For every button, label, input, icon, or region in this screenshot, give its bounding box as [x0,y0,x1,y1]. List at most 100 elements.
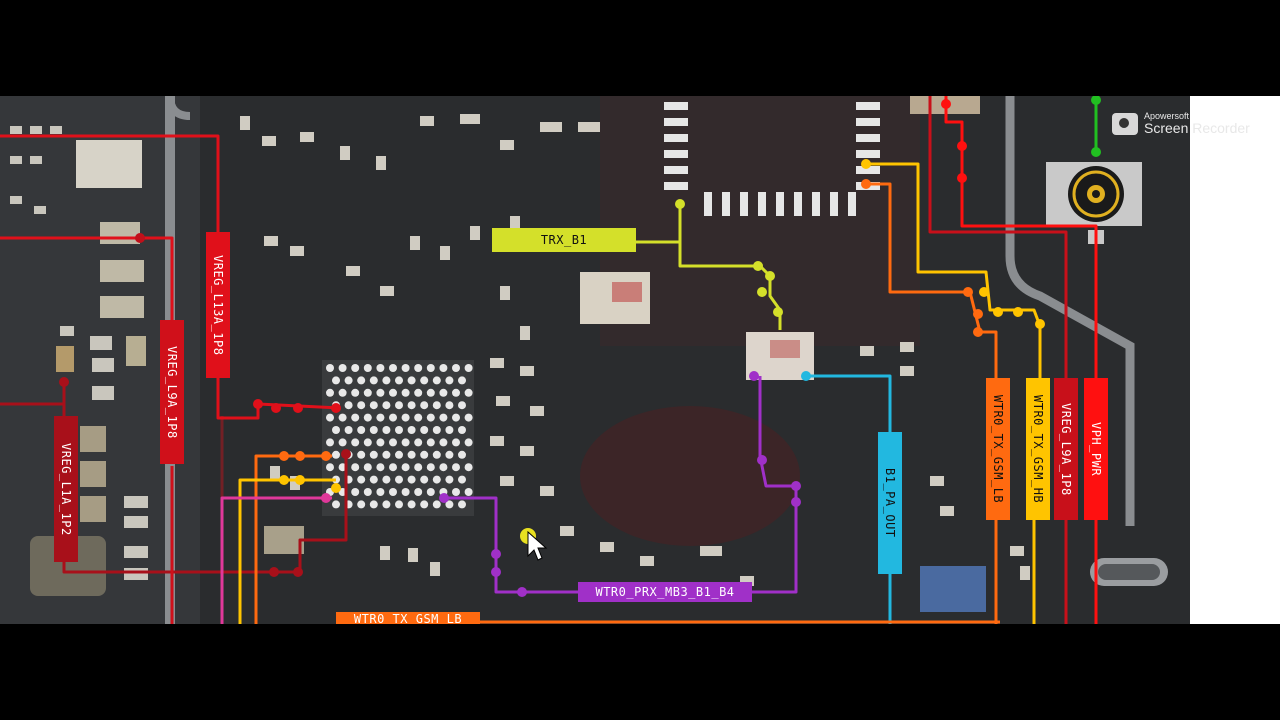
pcb-board-view[interactable]: TRX_B1 WTR0_PRX_MB3_B1_B4 WTR0_TX_GSM_LB… [0,96,1190,624]
bga-ball [464,388,473,397]
bga-ball [439,438,448,447]
mouse-cursor-icon [520,528,548,561]
net-label-vreg-l9a-1p8-right[interactable]: VREG_L9A_1P8 [1054,378,1078,520]
bga-ball [382,475,391,484]
watermark-line2: Screen Recorder [1144,120,1250,136]
bga-ball [382,450,391,459]
bga-ball [439,463,448,472]
net-label-vreg-l13a-1p8[interactable]: VREG_L13A_1P8 [206,232,230,378]
net-label-wtr0-prx-mb3-b1-b4[interactable]: WTR0_PRX_MB3_B1_B4 [578,582,752,602]
bga-ball [357,426,366,434]
camera-icon [1112,112,1138,135]
net-label-wtr0-tx-gsm-lb[interactable]: WTR0_TX_GSM_LB [986,378,1010,520]
bga-ball [326,364,334,372]
bga-ball [382,426,391,434]
bga-ball [458,376,466,385]
net-label-vph-pwr[interactable]: VPH_PWR [1084,378,1108,520]
bga-ball [376,388,385,397]
bga-ball [445,475,454,484]
bga-ball [445,500,454,509]
bga-ball [376,413,385,422]
bga-ball [369,475,378,484]
bga-ball [389,388,397,397]
bga-ball [458,426,466,434]
bga-ball [363,388,372,397]
bga-ball [452,488,460,496]
net-label-trx-b1[interactable]: TRX_B1 [492,228,636,252]
bga-ball [458,450,466,459]
bga-ball [344,426,353,434]
bga-ball [407,376,416,385]
bga-ball [420,426,429,434]
bga-ball [407,500,416,509]
bga-ball [326,413,334,422]
bga-ball [426,488,435,496]
bga-ball [395,401,403,410]
bga-ball [414,388,423,397]
bga-ball [376,438,385,447]
bga-ball [401,463,410,472]
bga-ball [344,401,353,410]
bga-ball [445,426,454,434]
bga-ball [376,488,385,496]
bga-ball [382,376,391,385]
bga-ball [426,463,435,472]
net-label-vreg-l1a-1p2[interactable]: VREG_L1A_1P2 [54,416,78,562]
bga-ball [426,364,435,372]
bga-ball [357,500,366,509]
bga-ball [464,364,473,372]
bga-ball [382,401,391,410]
bga-ball [389,463,397,472]
bga-ball [420,376,429,385]
bga-ball [432,500,441,509]
watermark-line1: Apowersoft [1144,111,1190,121]
bga-ball [432,401,441,410]
bga-ball [432,426,441,434]
bga-ball-grid [326,364,473,509]
bga-ball [426,438,435,447]
bga-ball [376,463,385,472]
bga-ball [452,413,460,422]
bga-ball [420,500,429,509]
bga-ball [420,475,429,484]
bga-ball [414,364,423,372]
bga-ball [338,364,347,372]
bga-ball [395,376,403,385]
side-white-panel [1190,96,1280,624]
bga-ball [420,450,429,459]
bga-ball [382,500,391,509]
bga-ball [452,388,460,397]
net-label-wtr0-tx-gsm-lb-bottom[interactable]: WTR0_TX_GSM_LB [336,612,480,624]
bga-ball [363,438,372,447]
bga-ball [445,401,454,410]
rf-connector [1046,162,1142,244]
bga-ball [401,388,410,397]
bga-ball [432,450,441,459]
bga-ball [401,438,410,447]
net-label-b1-pa-out[interactable]: B1_PA_OUT [878,432,902,574]
bga-ball [407,426,416,434]
bga-ball [338,438,347,447]
bga-ball [458,475,466,484]
bga-ball [395,475,403,484]
bga-ball [445,376,454,385]
bga-ball [395,426,403,434]
bga-ball [369,450,378,459]
screen-recorder-watermark: Apowersoft Screen Recorder [1112,112,1250,135]
bga-ball [458,401,466,410]
bga-ball [326,438,334,447]
bga-ball [357,450,366,459]
net-label-wtr0-tx-gsm-hb[interactable]: WTR0_TX_GSM_HB [1026,378,1050,520]
bga-ball [369,401,378,410]
bga-ball [452,438,460,447]
bga-ball [332,376,340,385]
bga-ball [357,475,366,484]
middle-components [240,96,1030,612]
bga-ball [414,463,423,472]
bga-ball [432,475,441,484]
bga-ball [464,413,473,422]
bga-ball [426,388,435,397]
bga-ball [464,463,473,472]
net-label-vreg-l9a-1p8-left[interactable]: VREG_L9A_1P8 [160,320,184,464]
bga-ball [326,463,334,472]
